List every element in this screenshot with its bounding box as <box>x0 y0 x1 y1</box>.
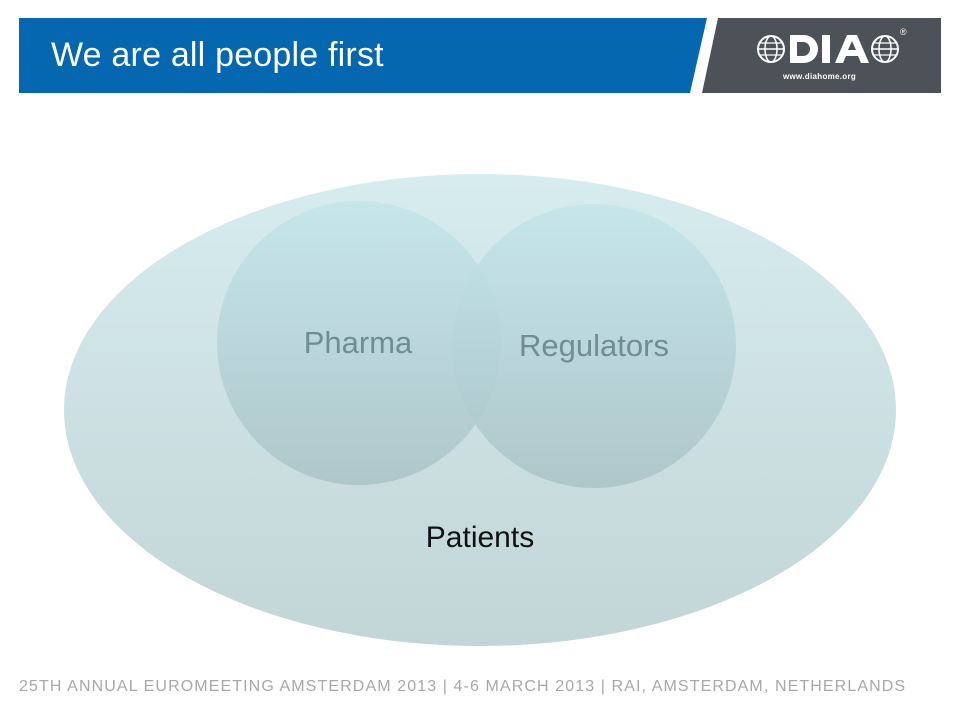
footer-text: 25TH ANNUAL EUROMEETING AMSTERDAM 2013 |… <box>19 678 907 695</box>
registered-mark: ® <box>900 27 907 37</box>
globe-icon <box>757 35 785 63</box>
regulators-circle <box>452 204 736 488</box>
pharma-circle <box>217 201 501 485</box>
regulators-label: Regulators <box>519 328 669 363</box>
patients-label: Patients <box>425 521 535 554</box>
title-band <box>19 18 707 93</box>
globe-icon-right <box>871 35 899 63</box>
pharma-label: Pharma <box>303 325 413 360</box>
dia-logo-mark <box>790 35 869 63</box>
header-band <box>19 18 941 93</box>
slide-title: We are all people first <box>51 36 384 74</box>
logo-url: www.diahome.org <box>783 72 857 81</box>
